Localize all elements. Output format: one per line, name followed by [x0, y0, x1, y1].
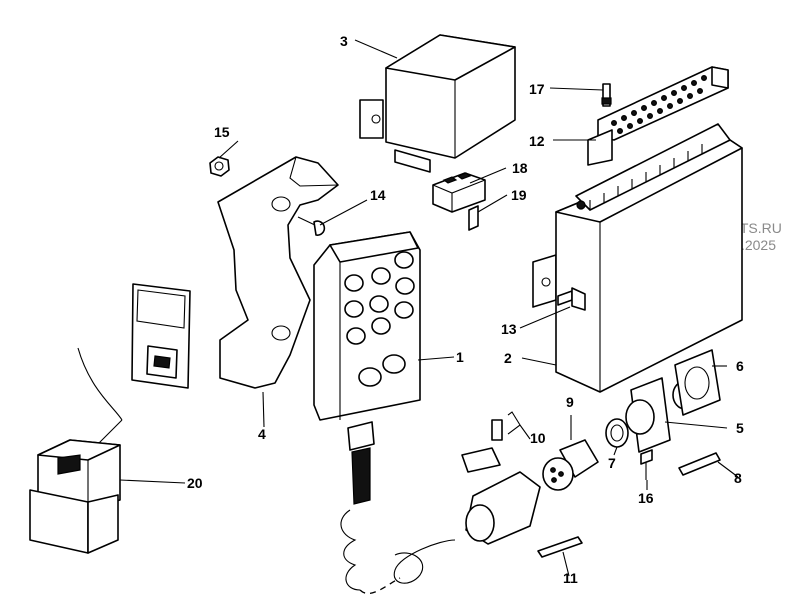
callout-11: 11 [563, 570, 578, 586]
part-9-plug [542, 439, 599, 491]
callout-12: 12 [529, 133, 545, 149]
callout-17: 17 [529, 81, 545, 97]
part-15-nut [209, 156, 230, 177]
callout-5: 5 [736, 420, 744, 436]
callout-10: 10 [530, 430, 546, 446]
part-11-pin [537, 536, 583, 558]
part-2-control-unit [532, 123, 743, 393]
callout-9: 9 [566, 394, 574, 410]
callout-7: 7 [608, 455, 616, 471]
part-1-switch-panel [313, 231, 421, 591]
callout-numbers: 3 17 12 15 18 14 19 13 2 1 6 9 5 4 10 7 … [187, 33, 744, 586]
callout-4: 4 [258, 426, 266, 442]
callout-3: 3 [340, 33, 348, 49]
cable-coil-small [393, 539, 456, 584]
part-8-terminal [678, 452, 721, 476]
part-13-bolt [557, 287, 586, 311]
callout-1: 1 [456, 349, 464, 365]
callout-2: 2 [504, 350, 512, 366]
cable-dashed-link [359, 577, 401, 595]
callout-18: 18 [512, 160, 528, 176]
callout-15: 15 [214, 124, 230, 140]
part-16-screw [640, 449, 653, 480]
part-14-screw [297, 216, 326, 236]
part-17-terminal [601, 83, 612, 107]
callout-8: 8 [734, 470, 742, 486]
callout-16: 16 [638, 490, 654, 506]
part-5-socket [625, 377, 698, 453]
callout-19: 19 [511, 187, 527, 203]
part-3-relay-module [359, 34, 516, 173]
part-12-connector-strip [587, 66, 729, 166]
callout-6: 6 [736, 358, 744, 374]
callout-14: 14 [370, 187, 386, 203]
part-6-flange-plate [674, 349, 721, 416]
callout-leaders [119, 39, 739, 577]
part-7-gasket [605, 418, 629, 448]
callout-20: 20 [187, 475, 203, 491]
part-4-bracket [217, 156, 339, 389]
part-20-relay [29, 283, 191, 554]
part-10-connector-housing [461, 419, 541, 545]
callout-13: 13 [501, 321, 517, 337]
part-19-clip [468, 205, 479, 231]
